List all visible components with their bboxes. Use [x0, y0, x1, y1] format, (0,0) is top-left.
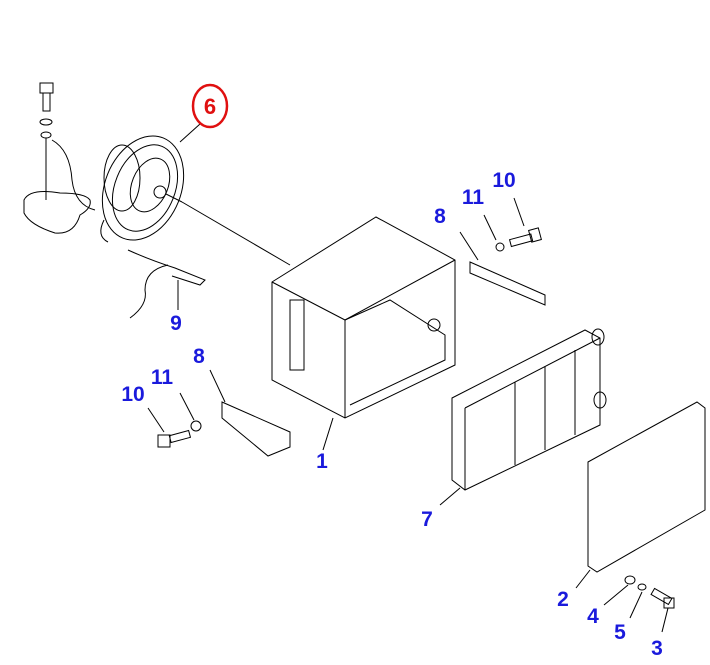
cover-plate	[575, 401, 706, 589]
washer-left	[190, 420, 202, 432]
bracket-left	[209, 369, 291, 457]
callout-10-left: 10	[121, 383, 144, 406]
callout-3: 3	[651, 637, 663, 660]
heater-core	[439, 328, 607, 506]
wire-harness	[127, 249, 206, 319]
case-assembly	[271, 216, 456, 451]
callout-11-left: 11	[151, 366, 174, 389]
callout-9: 9	[170, 312, 182, 335]
bolt-3	[603, 584, 675, 633]
bracket-right	[459, 231, 546, 306]
callout-5: 5	[614, 621, 626, 644]
washer-5	[637, 583, 647, 591]
fan-motor	[100, 123, 291, 266]
mount-plate	[23, 191, 91, 234]
callout-1: 1	[316, 450, 328, 473]
bolt-right	[483, 197, 542, 248]
callout-11-right: 11	[462, 186, 485, 209]
highlight-circle	[191, 83, 229, 129]
callout-10-right: 10	[492, 169, 515, 192]
callout-2: 2	[557, 588, 569, 611]
washer-4	[624, 575, 636, 585]
callout-8-left: 8	[193, 345, 205, 368]
mount-bolt-top-left	[39, 82, 54, 200]
callout-7: 7	[421, 508, 433, 531]
washer-right	[495, 242, 505, 252]
bolt-left	[147, 392, 195, 448]
callout-4: 4	[587, 605, 599, 628]
callout-6: 6	[204, 94, 216, 119]
callout-8-right: 8	[434, 205, 446, 228]
